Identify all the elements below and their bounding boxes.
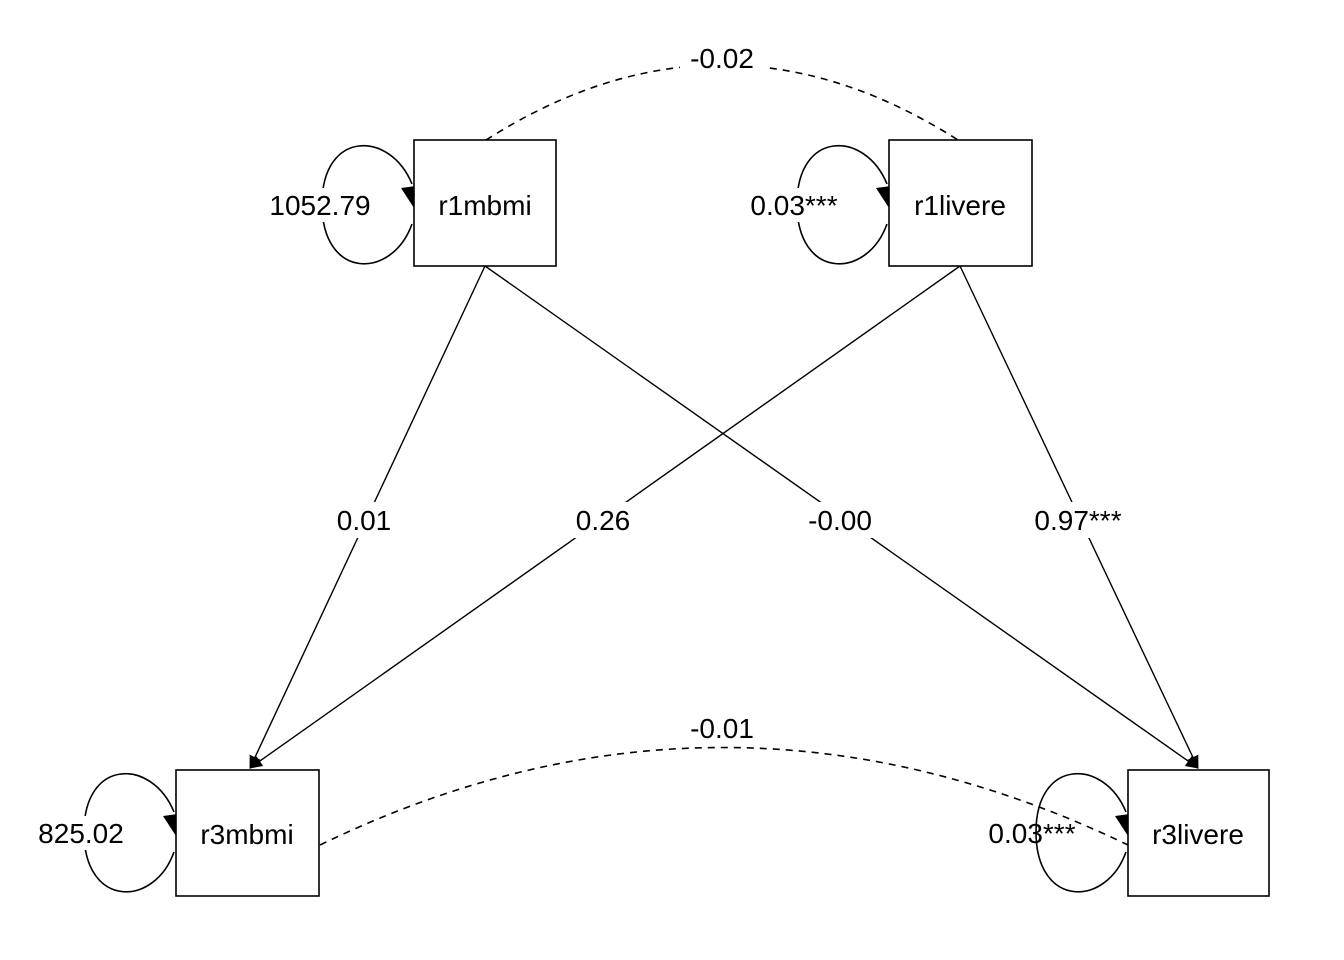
label-halo (680, 42, 764, 76)
variance-label-r3mbmi: 825.02 (38, 818, 124, 849)
variance-label-r3livere: 0.03*** (988, 818, 1075, 849)
label-halo (744, 188, 844, 222)
label-halo (1026, 502, 1130, 538)
path-label-r1livere-r3livere: 0.97*** (1034, 505, 1121, 536)
label-halo (680, 712, 764, 746)
node-r3mbmi: r3mbmi (175, 769, 320, 897)
variance-loop-r3livere (1035, 772, 1127, 893)
covariance-label-top: -0.02 (690, 43, 754, 74)
variance-arrowhead (163, 814, 178, 836)
path-label-r1mbmi-r3mbmi: 0.01 (337, 505, 392, 536)
node-r1livere: r1livere (888, 139, 1033, 267)
label-halo (332, 502, 396, 538)
variance-arrowhead (1115, 814, 1130, 836)
variance-label-r1livere: 0.03*** (750, 190, 837, 221)
label-halo (800, 502, 880, 538)
node-box (888, 139, 1033, 267)
covariance-label-bottom: -0.01 (690, 713, 754, 744)
node-r1mbmi: r1mbmi (413, 139, 557, 267)
node-box (175, 769, 320, 897)
path-label-r1mbmi-r3livere: -0.00 (808, 505, 872, 536)
label-halo (262, 188, 376, 222)
covariance-arc-r1mbmi-r1livere (485, 64, 959, 141)
node-label: r1mbmi (438, 190, 531, 221)
label-halo (32, 816, 130, 850)
label-halo (570, 502, 636, 538)
variance-arrowhead (876, 186, 891, 208)
node-box (1127, 769, 1270, 897)
covariance-arc-r3mbmi-r3livere (319, 746, 1129, 846)
path-label-r1livere-r3mbmi: 0.26 (576, 505, 631, 536)
node-label: r1livere (914, 190, 1006, 221)
variance-label-r1mbmi: 1052.79 (269, 190, 370, 221)
variance-arrowhead (401, 186, 416, 208)
node-label: r3mbmi (200, 819, 293, 850)
node-label: r3livere (1152, 819, 1244, 850)
node-r3livere: r3livere (1127, 769, 1270, 897)
node-box (413, 139, 557, 267)
